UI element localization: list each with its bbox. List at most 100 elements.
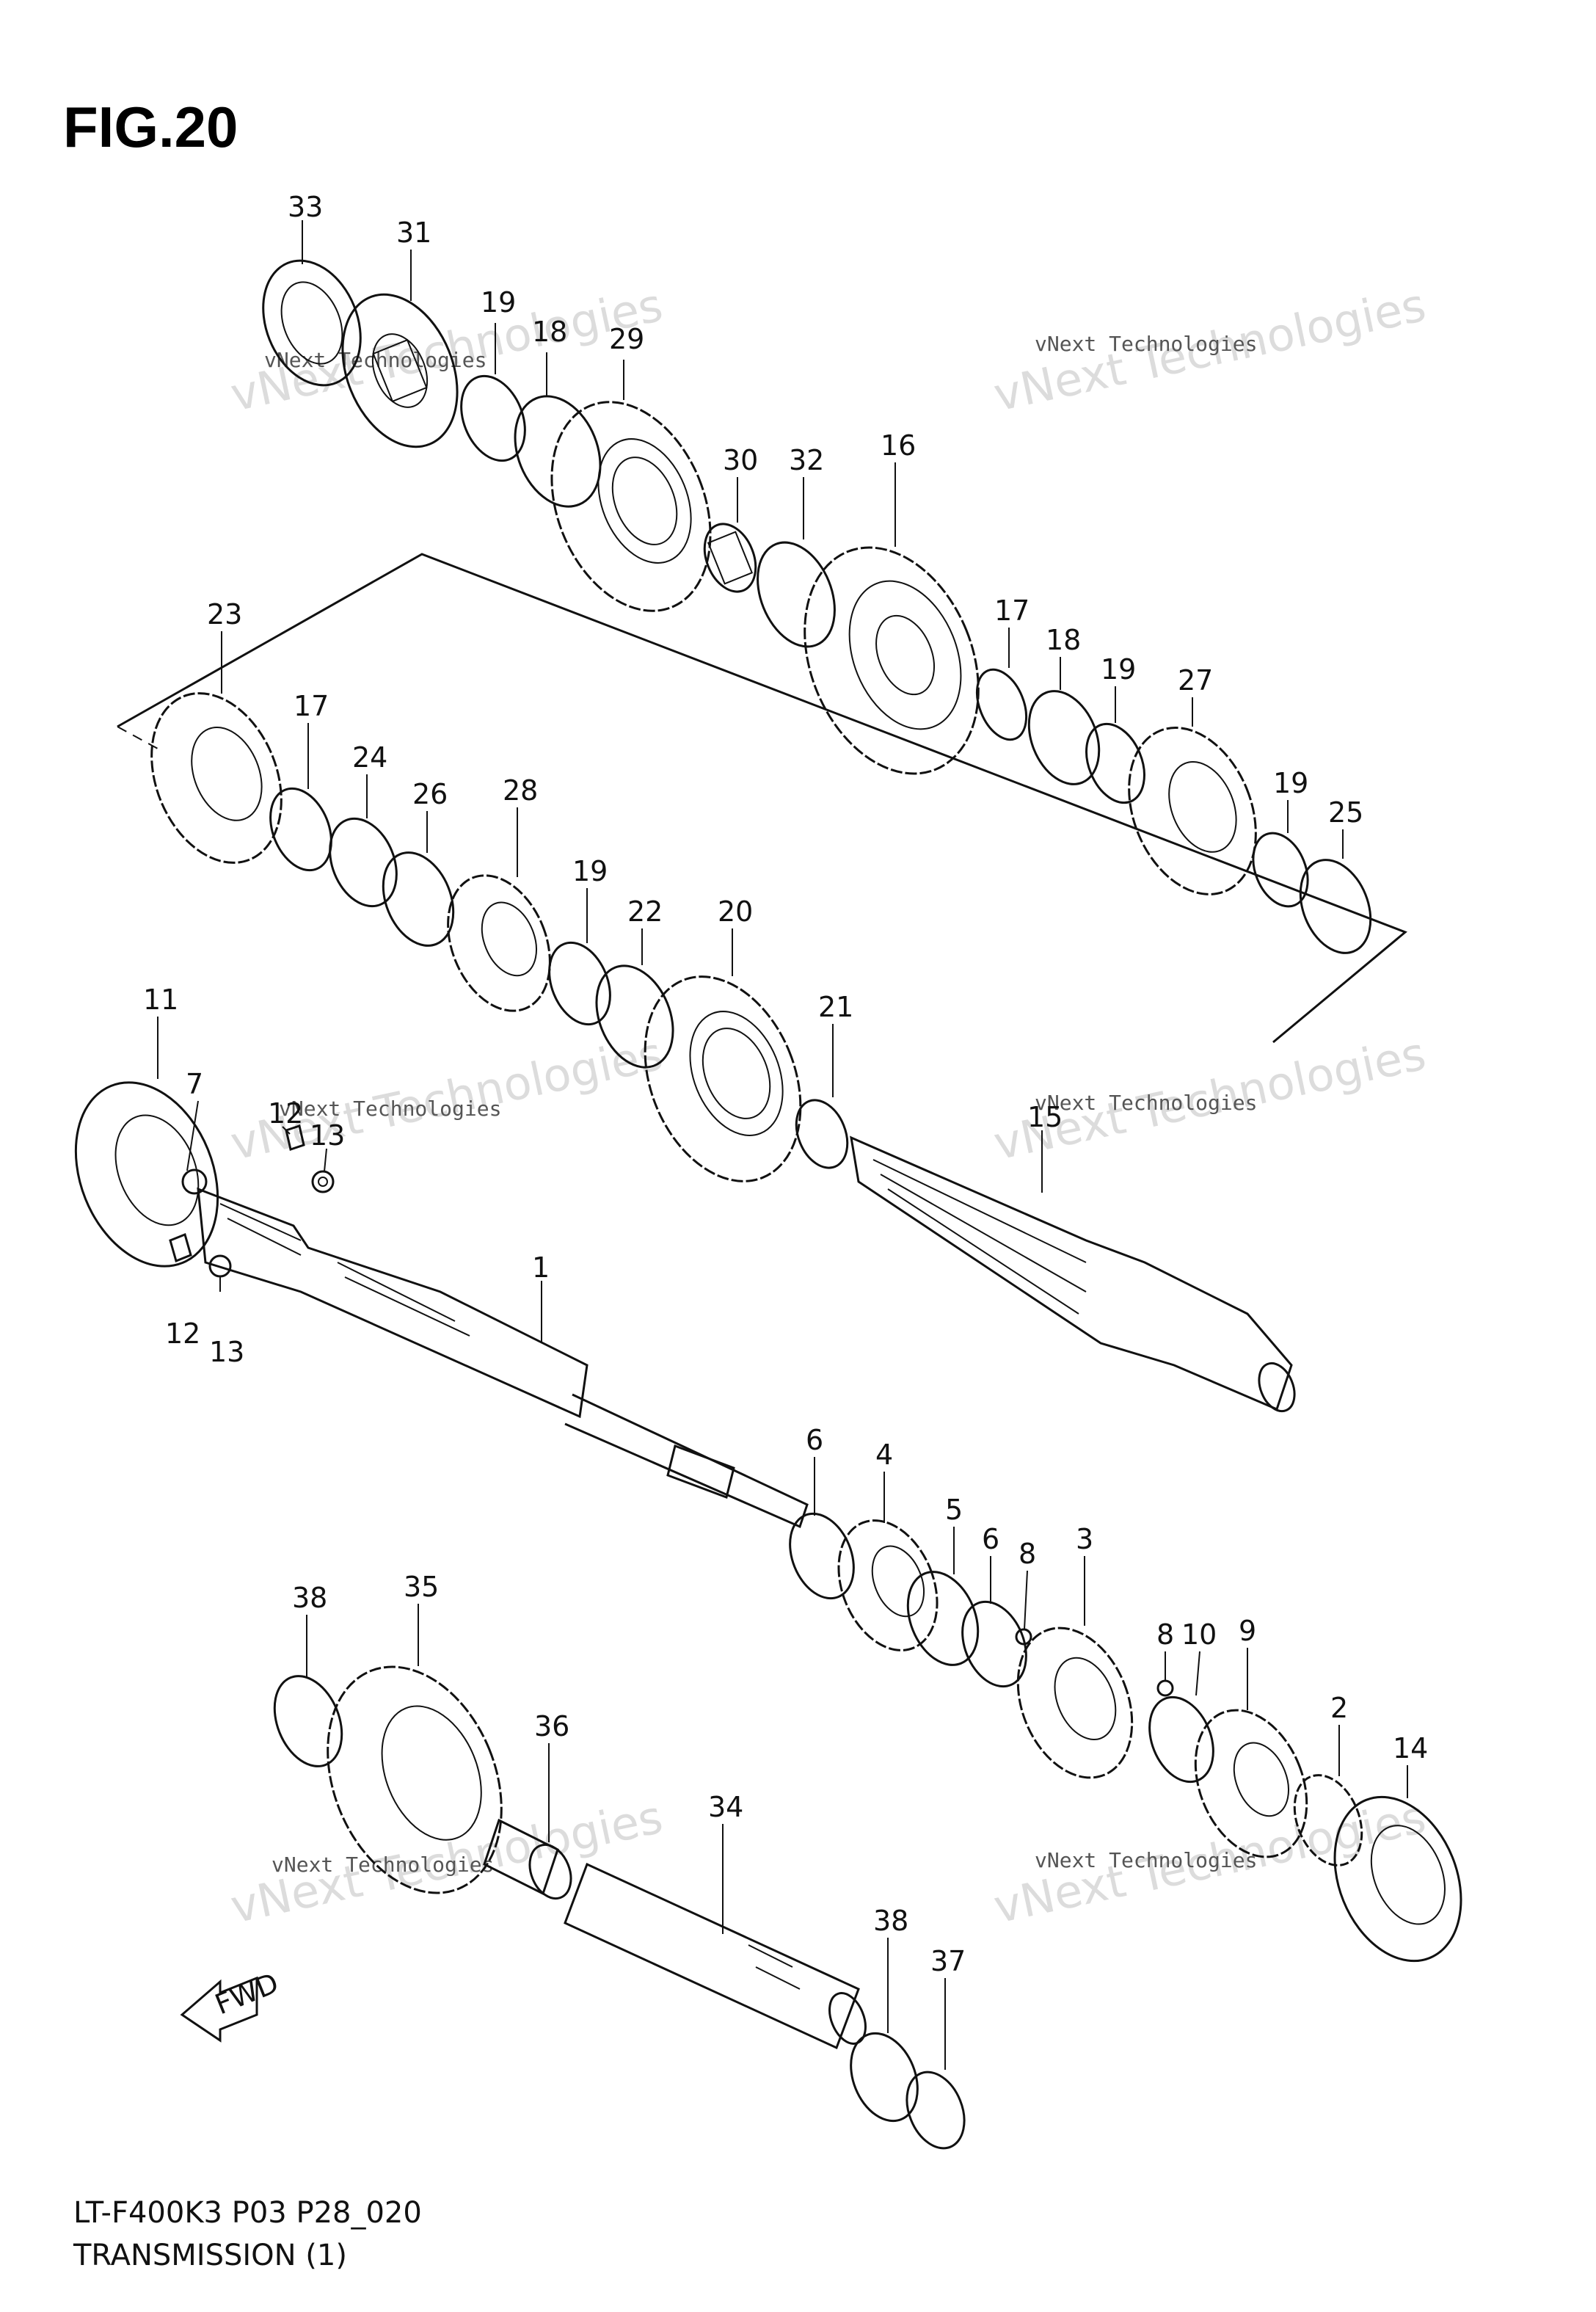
callout-15: 15 <box>1027 1101 1063 1133</box>
part-14-bearing <box>1333 1795 1462 1963</box>
callout-34: 34 <box>708 1791 743 1823</box>
part-27-gear <box>1128 727 1257 895</box>
part-6-circlip <box>789 1512 855 1600</box>
callout-20: 20 <box>718 895 753 928</box>
part-36-bushing <box>483 1818 572 1900</box>
callout-23: 23 <box>207 598 242 630</box>
callout-29: 29 <box>609 323 644 355</box>
part-21-bushing <box>795 1099 849 1169</box>
callout-8: 8 <box>1019 1538 1036 1570</box>
callout-10: 10 <box>1181 1618 1217 1651</box>
part-19-circlip <box>460 374 526 462</box>
callout-14: 14 <box>1393 1732 1428 1764</box>
callout-24: 24 <box>352 741 387 774</box>
callout-19: 19 <box>1273 767 1308 799</box>
callout-33: 33 <box>288 191 323 223</box>
callout-30: 30 <box>723 444 758 476</box>
part-20-gear <box>644 975 802 1182</box>
callout-28: 28 <box>503 774 538 807</box>
part-13-screw <box>311 1170 335 1193</box>
callout-26: 26 <box>412 778 448 810</box>
part-28-gear <box>447 874 551 1012</box>
watermark-text: vNext Technologies <box>272 1853 494 1877</box>
callout-13: 13 <box>310 1119 345 1152</box>
part-15-countershaft <box>850 1135 1296 1413</box>
callout-21: 21 <box>818 991 853 1023</box>
callout-18: 18 <box>532 316 567 348</box>
part-18-washer <box>514 395 602 508</box>
part-12-retainer <box>169 1232 192 1263</box>
part-30-bushing <box>703 523 757 593</box>
part-8-ball <box>1156 1679 1174 1697</box>
callout-38: 38 <box>292 1582 327 1614</box>
part-1-mainshaft <box>197 1187 809 1529</box>
callout-17: 17 <box>994 595 1030 627</box>
callout-19: 19 <box>572 855 608 887</box>
callout-11: 11 <box>143 984 178 1016</box>
callout-35: 35 <box>404 1571 439 1603</box>
part-7-pin <box>181 1168 208 1195</box>
callout-25: 25 <box>1328 796 1363 829</box>
callout-19: 19 <box>1101 653 1136 686</box>
callout-16: 16 <box>881 429 916 462</box>
callout-27: 27 <box>1178 664 1213 697</box>
part-3-gear <box>1016 1626 1134 1779</box>
figure-title: FIG.20 <box>63 95 238 159</box>
part-19-circlip <box>1085 722 1145 804</box>
part-24-lock-washer <box>329 817 398 908</box>
callout-32: 32 <box>789 444 824 476</box>
part-34-shaft <box>564 1862 867 2050</box>
part-13-screw <box>208 1254 232 1292</box>
callout-8: 8 <box>1156 1618 1174 1651</box>
callout-17: 17 <box>294 690 329 722</box>
callout-31: 31 <box>396 217 431 249</box>
callout-6: 6 <box>806 1424 823 1456</box>
callout-6: 6 <box>982 1523 999 1555</box>
part-38-washer <box>850 2032 919 2123</box>
footer-section-title: TRANSMISSION (1) <box>73 2239 347 2272</box>
part-5-washer <box>906 1571 980 1666</box>
callout-4: 4 <box>875 1439 893 1471</box>
callout-37: 37 <box>930 1945 966 1977</box>
part-31-cam-plate <box>341 293 459 448</box>
callout-18: 18 <box>1046 624 1081 656</box>
watermark-text: vNext Technologies <box>1035 332 1257 356</box>
part-32-washer <box>757 541 836 648</box>
callout-9: 9 <box>1239 1615 1256 1647</box>
part-2-gear <box>1293 1774 1363 1866</box>
callout-2: 2 <box>1330 1692 1348 1724</box>
watermark-text: vNext Technologies <box>1035 1091 1257 1115</box>
part-6-circlip <box>961 1600 1027 1688</box>
callout-38: 38 <box>873 1905 908 1937</box>
part-29-gear <box>550 401 712 612</box>
callout-12: 12 <box>268 1097 303 1130</box>
part-12-retainer <box>285 1124 305 1151</box>
assembly-outline <box>117 553 1407 1044</box>
part-37-circlip <box>906 2071 966 2150</box>
part-19-circlip <box>1252 832 1309 908</box>
part-8-ball <box>1015 1628 1032 1646</box>
part-16-gear <box>804 546 980 775</box>
part-25-washer <box>1299 859 1372 954</box>
callout-22: 22 <box>627 895 663 928</box>
part-4-gear <box>837 1519 939 1651</box>
part-33-bearing <box>262 259 362 387</box>
callout-12: 12 <box>165 1317 200 1350</box>
callout-3: 3 <box>1076 1523 1093 1555</box>
footer-code: LT-F400K3 P03 P28_020 <box>73 2196 422 2230</box>
part-18-washer <box>1027 690 1101 785</box>
callout-1: 1 <box>532 1251 550 1284</box>
callout-5: 5 <box>945 1494 963 1526</box>
watermark-text: vNext Technologies <box>1035 1848 1257 1872</box>
fwd-arrow-icon: FWD <box>180 1966 283 2043</box>
assembly-outline-dash <box>117 726 158 749</box>
part-11-bearing <box>74 1081 219 1268</box>
part-9-gear <box>1194 1709 1308 1858</box>
part-10-washer <box>1148 1695 1214 1784</box>
callout-7: 7 <box>186 1068 203 1100</box>
part-22-washer <box>595 964 674 1069</box>
callout-36: 36 <box>534 1710 569 1742</box>
watermark-text: vNext Technologies <box>279 1097 501 1121</box>
